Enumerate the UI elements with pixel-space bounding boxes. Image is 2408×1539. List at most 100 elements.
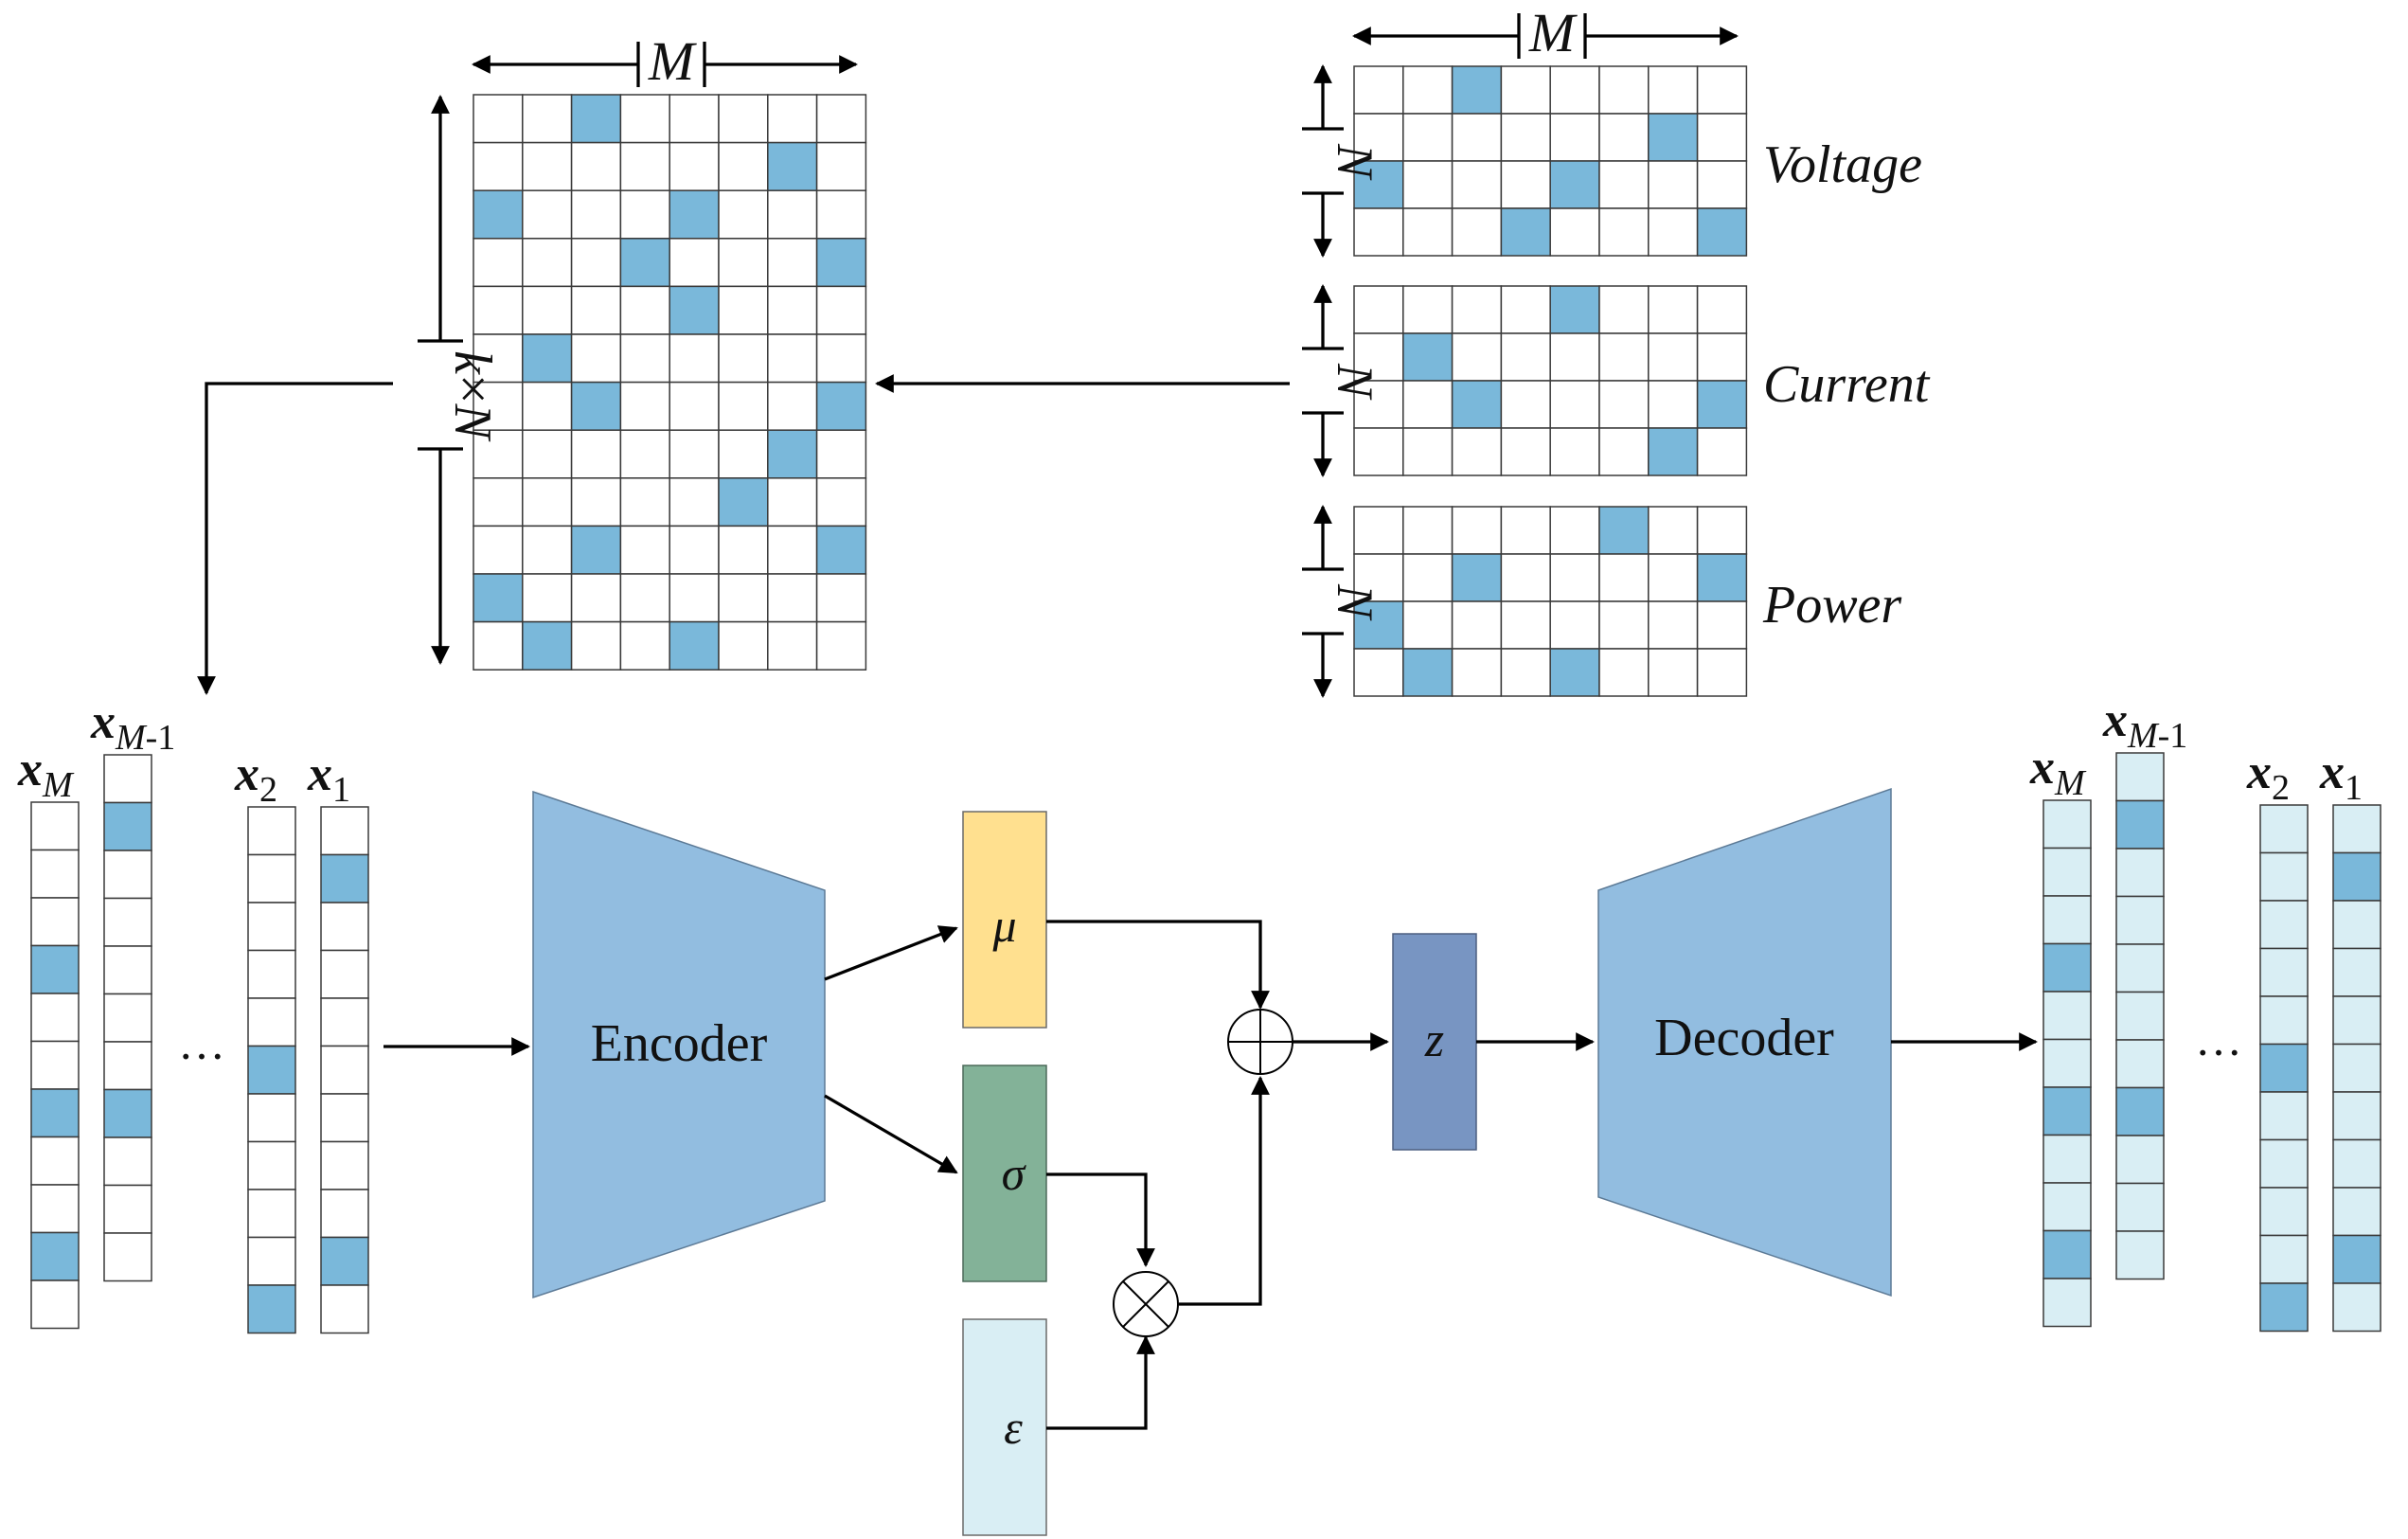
matrix-cell-filled <box>1353 600 1404 650</box>
output-column-label: x1 <box>2319 745 2363 808</box>
flatten-arrow <box>197 382 393 695</box>
matrix-cell <box>1598 553 1650 602</box>
stacked-matrix <box>473 94 867 671</box>
matrix-cell <box>718 525 769 575</box>
vector-cell <box>320 1284 369 1334</box>
matrix-cell <box>473 620 524 671</box>
matrix-cell <box>767 189 818 240</box>
matrix-cell <box>522 477 573 528</box>
matrix-cell-filled <box>815 525 867 575</box>
vector-cell <box>2042 895 2092 945</box>
vector-cell-filled <box>247 1284 296 1334</box>
output-ellipsis: … <box>2195 1012 2242 1065</box>
matrix-cell-filled <box>1402 648 1454 697</box>
vector-cell-filled <box>320 1236 369 1286</box>
decoder-shape <box>1597 787 1892 1297</box>
matrix-cell-filled <box>1648 113 1699 162</box>
matrix-cell <box>570 573 622 623</box>
matrix-cell <box>1402 285 1454 334</box>
vector-cell <box>2332 1282 2381 1333</box>
matrix-cell <box>767 94 818 144</box>
matrix-cell <box>1648 648 1699 697</box>
matrix-cell <box>718 333 769 384</box>
matrix-cell <box>473 94 524 144</box>
matrix-cell <box>1549 65 1600 115</box>
matrix-cell <box>1353 427 1404 476</box>
input-column-label: x2 <box>234 747 277 810</box>
matrix-cell <box>522 94 573 144</box>
matrix-cell <box>1402 553 1454 602</box>
vector-cell <box>2332 1187 2381 1237</box>
vector-cell <box>103 945 152 995</box>
matrix-cell-filled <box>1598 506 1650 555</box>
matrix-cell <box>1696 285 1748 334</box>
input-ellipsis: … <box>178 1016 225 1069</box>
matrix-cell <box>1549 553 1600 602</box>
vector-cell <box>103 850 152 900</box>
vector-cell-filled <box>2042 1086 2092 1136</box>
matrix-cell <box>1696 160 1748 209</box>
matrix-cell <box>1500 113 1551 162</box>
matrix-cell <box>1451 285 1503 334</box>
vector-cell <box>30 993 80 1043</box>
matrix-cell <box>1353 553 1404 602</box>
big-matrix-height-dimension: k×N <box>418 95 502 665</box>
encoder-label: Encoder <box>591 1014 768 1073</box>
matrix-cell <box>619 429 670 479</box>
matrix-cell-filled <box>1696 380 1748 429</box>
vector-cell <box>2332 1091 2381 1141</box>
vector-cell <box>2042 1134 2092 1184</box>
matrix-cell <box>718 189 769 240</box>
signal-width-label: M <box>1528 2 1578 63</box>
vector-cell <box>30 801 80 851</box>
vector-cell <box>2115 752 2165 802</box>
matrix-cell <box>1598 113 1650 162</box>
matrix-cell <box>1500 285 1551 334</box>
matrix-cell <box>669 573 720 623</box>
output-column-label: xM-1 <box>2102 693 2187 756</box>
matrix-cell <box>669 429 720 479</box>
matrix-cell <box>767 381 818 431</box>
matrix-cell <box>815 94 867 144</box>
input-column-label: x1 <box>307 747 350 810</box>
epsilon-box: ε <box>962 1318 1047 1536</box>
matrix-cell <box>718 381 769 431</box>
encoder-shape <box>532 790 826 1299</box>
encoder-to-sigma-arrow <box>824 1094 958 1174</box>
signal-label-voltage: Voltage <box>1763 135 1922 194</box>
input-column: x1 <box>307 747 369 1334</box>
sigma-to-product-arrow <box>1046 1172 1155 1267</box>
matrix-cell <box>1648 160 1699 209</box>
matrix-cell <box>522 141 573 191</box>
matrix-cell-filled <box>815 238 867 288</box>
matrix-cell <box>1648 380 1699 429</box>
matrix-cell <box>1353 285 1404 334</box>
matrix-cell <box>669 381 720 431</box>
matrix-cell <box>1598 332 1650 382</box>
vector-cell <box>2259 1138 2309 1189</box>
vector-cell <box>2115 895 2165 945</box>
matrix-cell-filled <box>1451 65 1503 115</box>
vector-cell <box>103 1184 152 1234</box>
encoder-to-mu-arrow <box>824 925 958 981</box>
vector-cell <box>247 853 296 904</box>
vector-cell <box>103 897 152 947</box>
matrix-cell <box>1549 113 1600 162</box>
matrix-cell <box>1451 648 1503 697</box>
matrix-cell <box>1696 332 1748 382</box>
vector-cell <box>320 1189 369 1239</box>
vector-cell <box>320 1045 369 1095</box>
signal-width-dimension: M <box>1352 2 1739 63</box>
matrix-cell <box>1402 207 1454 257</box>
matrix-cell <box>669 525 720 575</box>
vector-cell <box>2259 1187 2309 1237</box>
matrix-cell <box>1353 648 1404 697</box>
matrix-cell <box>669 333 720 384</box>
matrix-cell <box>1402 600 1454 650</box>
matrix-cell <box>1353 506 1404 555</box>
matrix-cell <box>718 285 769 335</box>
matrix-cell <box>619 141 670 191</box>
matrix-cell <box>1402 380 1454 429</box>
vector-cell <box>247 1140 296 1190</box>
